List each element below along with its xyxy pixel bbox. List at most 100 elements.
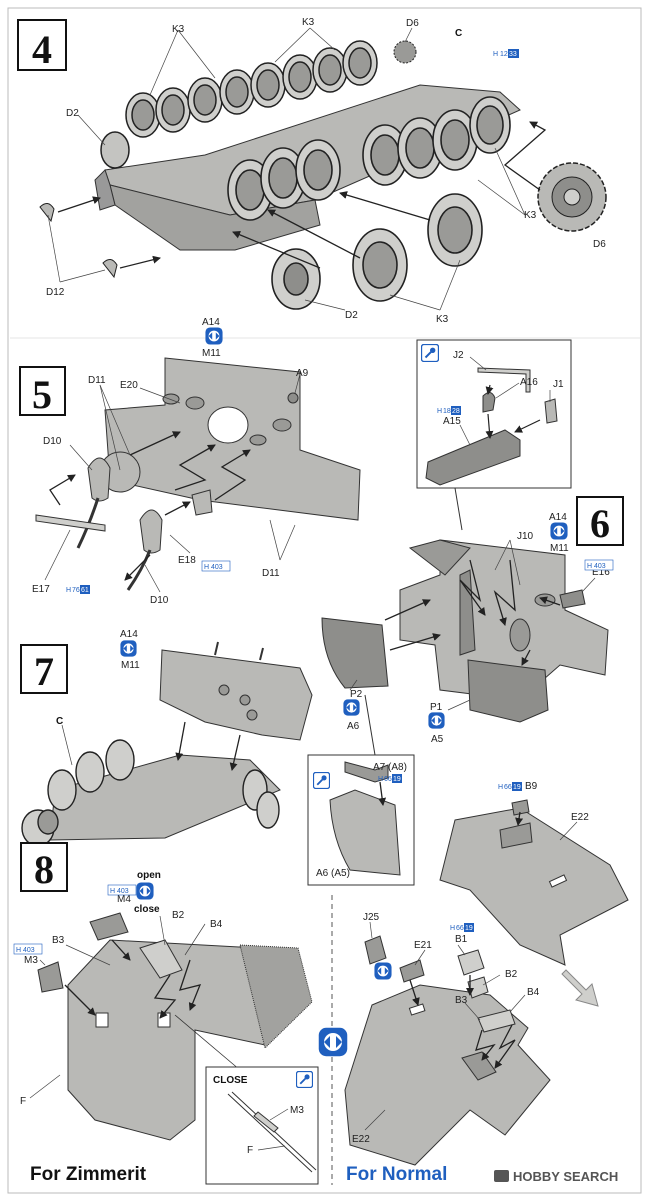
step-number: 6 xyxy=(590,501,610,546)
label-j25: J25 xyxy=(363,912,380,923)
label-a9: A9 xyxy=(296,368,309,379)
label-j10: J10 xyxy=(517,531,534,542)
label-d10b: D10 xyxy=(150,595,169,606)
svg-text:H: H xyxy=(493,51,498,58)
hull-plate xyxy=(159,649,313,741)
label-e20: E20 xyxy=(120,380,138,391)
front-wheel-row xyxy=(227,96,511,221)
label-a16: A16 xyxy=(520,377,538,388)
svg-text:28: 28 xyxy=(452,408,460,415)
e16-part xyxy=(559,589,586,609)
label-d6a: D6 xyxy=(406,18,419,29)
label-fb: F xyxy=(247,1145,253,1156)
label-open: open xyxy=(137,870,161,881)
svg-text:H: H xyxy=(66,587,71,594)
label-m11: M11 xyxy=(202,348,221,359)
svg-text:H: H xyxy=(378,776,383,783)
label-d11a: D11 xyxy=(88,375,106,386)
arm-part-2 xyxy=(102,259,118,279)
svg-text:H: H xyxy=(498,784,503,791)
label-d2a: D2 xyxy=(66,108,79,119)
gun-parts xyxy=(408,539,471,576)
label-e16: E16 xyxy=(592,567,610,578)
flip-icon xyxy=(428,712,445,729)
step-number-box xyxy=(20,644,68,694)
step-number: 8 xyxy=(34,847,54,892)
step-number: 4 xyxy=(32,27,52,72)
label-d6b: D6 xyxy=(593,239,606,250)
label-a15: A15 xyxy=(443,416,461,427)
label-k3c: K3 xyxy=(436,314,449,325)
direction-arrow xyxy=(561,969,599,1007)
label-m11: M11 xyxy=(550,543,569,554)
label-a14: A14 xyxy=(120,629,138,640)
paint-ref-s8a: H 403 xyxy=(107,884,137,896)
flip-icon xyxy=(136,882,154,900)
flip-icon xyxy=(318,1027,348,1057)
label-e22a: E22 xyxy=(571,812,589,823)
label-m4: M4 xyxy=(117,894,131,905)
label-close-heading: CLOSE xyxy=(213,1075,248,1086)
rear-wheel-row xyxy=(125,40,378,138)
port-hole xyxy=(207,406,249,444)
zimmerit-plate xyxy=(67,939,311,1141)
label-j2: J2 xyxy=(453,350,464,361)
step8-right-arrows xyxy=(409,975,516,1069)
b9-part xyxy=(511,799,530,816)
paint-ref-s5b: H 403 xyxy=(201,560,231,572)
step-6: J2 A16 J1 A15 H 18 28 6 A14 M11 xyxy=(307,339,624,886)
label-a14: A14 xyxy=(202,317,220,328)
label-c: C xyxy=(455,28,462,39)
paint-ref-s8c: H 66 19 xyxy=(498,782,522,791)
svg-text:H: H xyxy=(16,947,21,954)
label-d2b: D2 xyxy=(345,310,358,321)
label-b4b: B4 xyxy=(527,987,540,998)
svg-text:18: 18 xyxy=(443,408,451,415)
a15-part xyxy=(425,429,521,486)
label-k3a: K3 xyxy=(172,24,185,35)
label-e17: E17 xyxy=(32,584,50,595)
label-e18: E18 xyxy=(178,555,196,566)
label-a6a5: A6 (A5) xyxy=(316,868,350,879)
label-a7: A7 (A8) xyxy=(373,762,407,773)
label-k3d: K3 xyxy=(524,210,537,221)
m4-part xyxy=(89,912,129,941)
zimmerit-side xyxy=(239,944,313,1049)
box-part-p2 xyxy=(321,617,389,689)
arm-part-1 xyxy=(39,203,55,223)
watermark-text: HOBBY SEARCH xyxy=(513,1169,618,1184)
svg-text:H: H xyxy=(450,925,455,932)
step6-arrows xyxy=(384,559,561,666)
j25-part xyxy=(364,935,387,965)
caption-zimmerit: For Zimmerit xyxy=(30,1164,147,1185)
m3-part xyxy=(37,961,64,993)
flip-icon xyxy=(550,522,568,540)
label-f: F xyxy=(20,1096,26,1107)
pin-icon xyxy=(296,1071,313,1088)
a16-part xyxy=(482,392,496,413)
flip-icon xyxy=(343,699,360,716)
step-7: 7 A14 M11 C xyxy=(20,629,313,847)
label-b2b: B2 xyxy=(505,969,518,980)
step4-arrows xyxy=(57,121,547,269)
a7-part xyxy=(344,761,389,783)
svg-text:66: 66 xyxy=(504,784,512,791)
step5-arrows xyxy=(49,431,251,581)
label-b9: B9 xyxy=(525,781,538,792)
paint-ref-s5a: H 76 61 xyxy=(66,585,90,594)
paint-ref-s6a: H 18 28 xyxy=(437,406,461,415)
inset-arrows xyxy=(485,384,541,439)
d10-part-2 xyxy=(139,509,163,554)
watermark: HOBBY SEARCH xyxy=(494,1169,618,1184)
caption-normal: For Normal xyxy=(346,1164,447,1185)
label-e21: E21 xyxy=(414,940,432,951)
svg-text:19: 19 xyxy=(465,925,473,932)
label-p2: P2 xyxy=(350,689,363,700)
step-8: 8 open M4 close H 403 xyxy=(13,781,629,1185)
svg-text:403: 403 xyxy=(594,563,606,570)
label-b3: B3 xyxy=(52,935,65,946)
step-5: 5 A14 M11 xyxy=(19,317,361,606)
label-close: close xyxy=(134,904,160,915)
paint-ref-s4: H 12 33 xyxy=(493,49,519,58)
